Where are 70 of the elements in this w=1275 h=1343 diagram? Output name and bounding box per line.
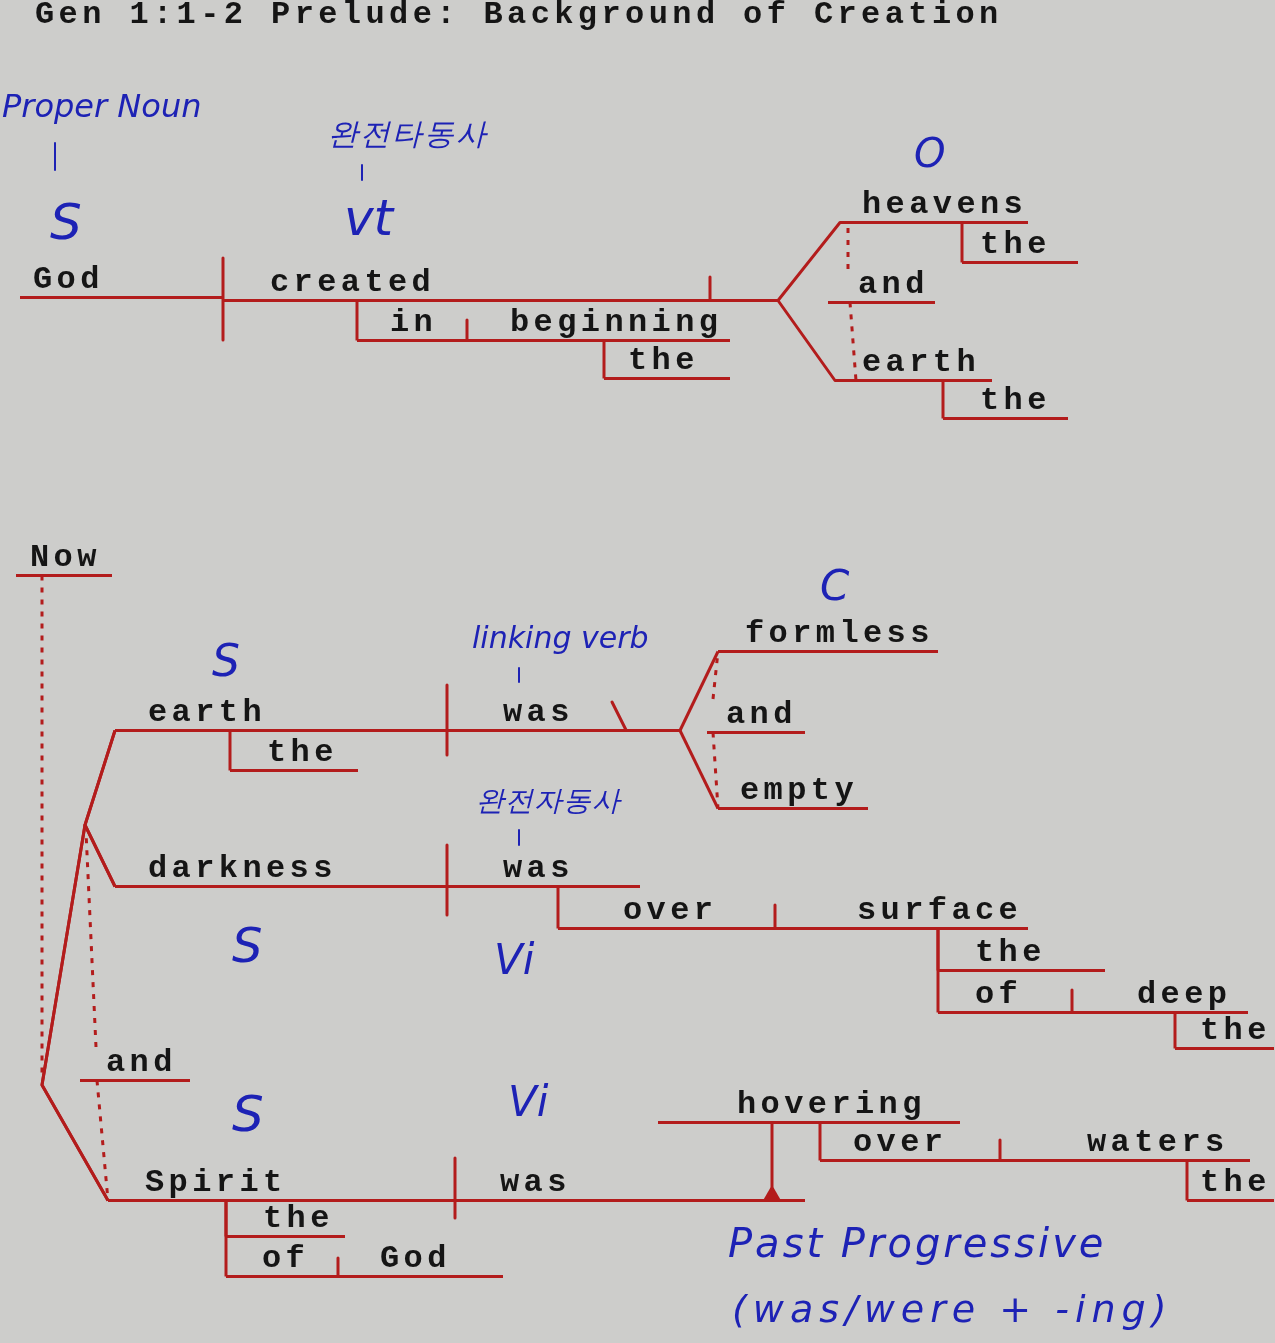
word-on-baseline: earth (115, 697, 447, 732)
connector-line (818, 1122, 822, 1161)
word-on-baseline: God (20, 264, 223, 299)
connector-line (936, 928, 940, 1013)
connector-line (678, 650, 720, 732)
word-on-baseline: hovering (658, 1089, 960, 1124)
word-on-baseline: was (455, 1167, 805, 1202)
word-on-baseline: was (447, 853, 640, 888)
connector-line (941, 380, 945, 419)
connector-line (776, 299, 856, 382)
handwritten-note: (was/were + -ing) (732, 1290, 1173, 1330)
title: Gen 1:1-2 Prelude: Background of Creation (35, 0, 1003, 33)
word-on-baseline: the (962, 229, 1078, 264)
connector-line (678, 729, 720, 810)
handwritten-note: S (50, 196, 82, 249)
connector-line (355, 300, 359, 341)
word-on-baseline: and (80, 1047, 190, 1082)
word-on-baseline: deep (1072, 979, 1248, 1014)
word-on-baseline: beginning (467, 307, 730, 342)
handwritten-note: Vi (494, 938, 535, 983)
word-on-baseline: Now (16, 542, 112, 577)
connector-line (602, 340, 606, 379)
word-on-baseline: the (938, 937, 1105, 972)
word-on-baseline: over (820, 1127, 1000, 1162)
connector-line (40, 823, 117, 1202)
word-on-baseline: of (938, 979, 1072, 1014)
word-on-baseline: created (223, 267, 778, 302)
handwritten-note: 완전타동사 (328, 118, 488, 150)
word-on-baseline: the (230, 737, 358, 772)
connector-line (224, 1200, 228, 1277)
handwritten-note: Vi (508, 1080, 549, 1125)
word-on-baseline: empty (718, 775, 868, 810)
connector-line (1185, 1160, 1189, 1201)
handwritten-note: 완전자동사 (476, 786, 621, 816)
handwritten-note: Past Progressive (728, 1222, 1107, 1264)
handwritten-note: O (914, 132, 946, 174)
word-on-baseline: waters (1000, 1127, 1250, 1162)
handwritten-note: vt (344, 192, 394, 245)
connector-line (556, 886, 560, 929)
handwritten-note: linking verb (472, 622, 649, 654)
word-on-baseline: the (943, 385, 1068, 420)
connector-line (776, 221, 848, 302)
dotted-line (711, 732, 720, 809)
word-on-baseline: darkness (115, 853, 447, 888)
connector-line (228, 730, 232, 771)
handwritten-note: S (232, 920, 263, 971)
word-on-baseline: the (604, 345, 730, 380)
word-on-baseline: was (447, 697, 680, 732)
connector-line (1173, 1012, 1177, 1049)
word-on-baseline: formless (718, 618, 938, 653)
dotted-line (848, 302, 858, 381)
word-on-baseline: the (1187, 1167, 1274, 1202)
handwritten-note: Proper Noun (2, 90, 202, 124)
word-on-baseline: over (558, 895, 775, 930)
word-on-baseline: heavens (848, 189, 1028, 224)
handwritten-note: C (820, 564, 850, 609)
word-on-baseline: of (226, 1243, 338, 1278)
handwritten-note: S (212, 638, 240, 685)
word-on-baseline: and (828, 269, 935, 304)
word-on-baseline: in (357, 307, 467, 342)
word-on-baseline: the (1175, 1015, 1274, 1050)
word-on-baseline: Spirit (108, 1167, 455, 1202)
word-on-baseline: surface (775, 895, 1028, 930)
connector-line (763, 1122, 781, 1201)
connector-line (960, 222, 964, 263)
word-on-baseline: and (707, 699, 805, 734)
word-on-baseline: earth (856, 347, 992, 382)
word-on-baseline: the (226, 1203, 345, 1238)
handwritten-note: S (232, 1088, 264, 1141)
word-on-baseline: God (338, 1243, 503, 1278)
